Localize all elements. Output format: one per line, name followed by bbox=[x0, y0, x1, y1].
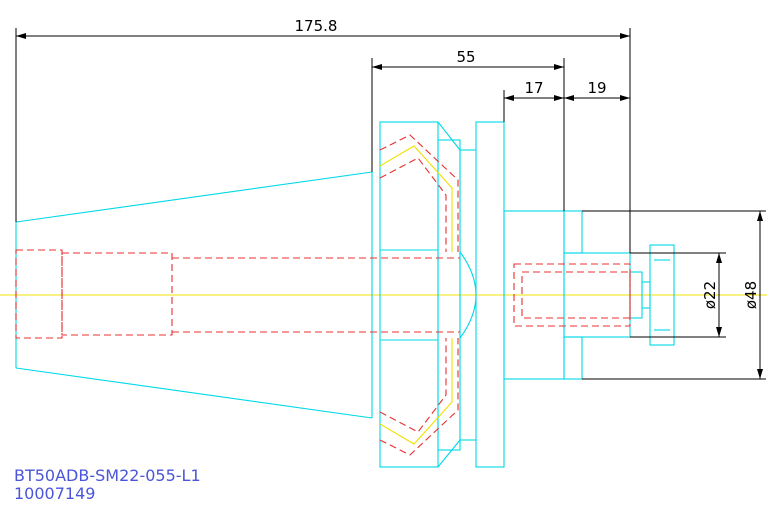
dimension-step-a bbox=[503, 90, 564, 122]
output-shank bbox=[503, 210, 675, 380]
dimension-dia-large bbox=[582, 210, 766, 380]
dim-text-flange: 55 bbox=[456, 48, 475, 66]
flange-hidden-passages bbox=[172, 134, 460, 456]
shank-bore-hidden bbox=[15, 249, 173, 339]
output-bore-hidden bbox=[513, 263, 631, 327]
part-model-label: BT50ADB-SM22-055-L1 bbox=[14, 466, 201, 485]
dim-text-overall: 175.8 bbox=[295, 17, 338, 35]
dimension-flange bbox=[371, 58, 565, 211]
dimension-step-b bbox=[564, 95, 630, 101]
taper-shank bbox=[15, 171, 373, 419]
dim-text-dia-small: ø22 bbox=[701, 281, 719, 309]
dim-text-step-b: 19 bbox=[587, 79, 606, 97]
dimension-overall bbox=[15, 28, 631, 253]
part-number-label: 10007149 bbox=[14, 484, 96, 503]
dim-text-dia-large: ø48 bbox=[742, 281, 760, 309]
dimension-dia-small bbox=[630, 252, 726, 338]
dim-text-step-a: 17 bbox=[524, 79, 543, 97]
